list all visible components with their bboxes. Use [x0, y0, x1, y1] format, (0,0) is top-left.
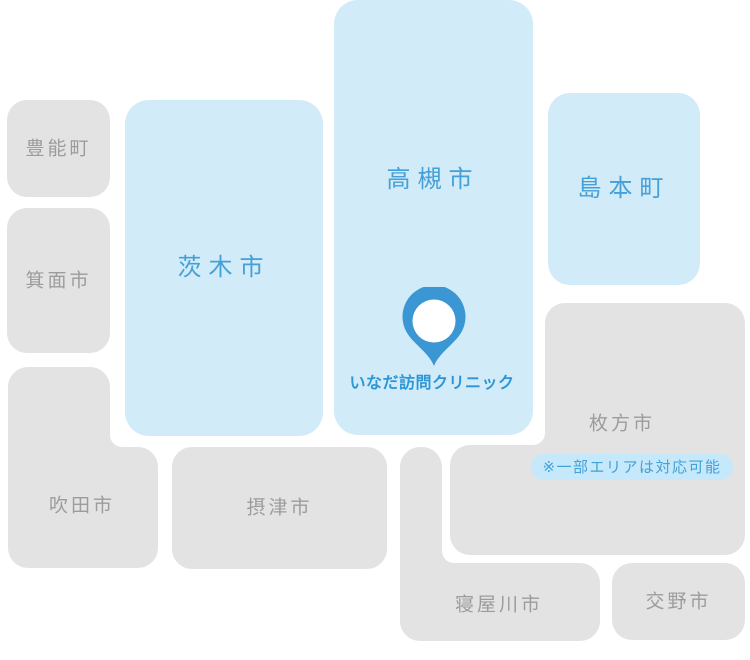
region-neyagawa: 寝屋川市	[400, 447, 600, 641]
region-settsu-shape	[172, 447, 387, 569]
region-label: 茨木市	[177, 254, 271, 281]
partial-area-note-badge: ※一部エリアは対応可能	[531, 454, 733, 480]
region-settsu: 摂津市	[172, 447, 387, 569]
region-label: 交野市	[645, 591, 712, 612]
region-label: 島本町	[577, 175, 671, 202]
region-suita-shape	[8, 367, 158, 568]
region-label: 箕面市	[25, 270, 92, 291]
region-katano: 交野市	[612, 563, 745, 640]
region-label: 吹田市	[48, 495, 116, 517]
region-suita: 吹田市	[8, 367, 158, 568]
region-toyono-shape	[7, 100, 110, 197]
region-label: 摂津市	[246, 497, 313, 519]
region-shimamoto: 島本町	[548, 93, 700, 285]
region-minoh: 箕面市	[7, 208, 110, 353]
clinic-name-label: いなだ訪問クリニック	[349, 375, 515, 392]
region-label: 枚方市	[588, 413, 656, 435]
map-pin-icon	[402, 287, 466, 366]
region-katano-shape	[612, 563, 745, 640]
region-toyono: 豊能町	[7, 100, 110, 197]
region-label: 豊能町	[25, 138, 92, 159]
region-label: 高槻市	[386, 166, 480, 193]
region-neyagawa-shape	[400, 447, 600, 641]
partial-area-note-text: ※一部エリアは対応可能	[542, 458, 722, 476]
region-label: 寝屋川市	[454, 594, 544, 616]
region-takatsuki: 高槻市 いなだ訪問クリニック	[334, 0, 533, 435]
region-minoh-shape	[7, 208, 110, 353]
region-shimamoto-shape	[548, 93, 700, 285]
region-hirakata: 枚方市 ※一部エリアは対応可能	[450, 303, 745, 555]
region-hirakata-shape	[450, 303, 745, 555]
region-ibaraki: 茨木市	[125, 100, 323, 436]
region-ibaraki-shape	[125, 100, 323, 436]
